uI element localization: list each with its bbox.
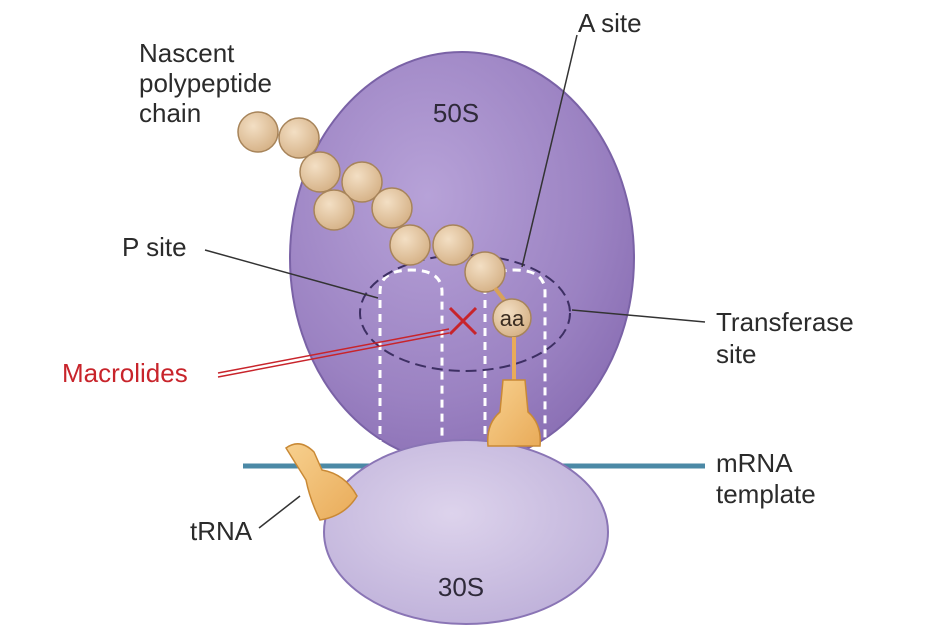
amino-acid-bead: [389, 224, 431, 266]
macrolides-x-icon: [448, 306, 478, 336]
amino-acid-bead: [464, 251, 506, 293]
mrna-template-label: mRNA template: [716, 448, 816, 509]
a-site-leader: [521, 34, 578, 268]
trna-leader: [258, 495, 301, 529]
amino-acid-bead: [371, 187, 413, 229]
aa-label: aa: [500, 306, 525, 331]
amino-acid-bead: [299, 151, 341, 193]
small-subunit-30s: [323, 439, 609, 625]
amino-acid-bead: [313, 189, 355, 231]
trna-free: [284, 443, 358, 521]
p-site-label: P site: [122, 232, 187, 262]
transferase-leader: [571, 309, 706, 323]
macrolides-leader: [217, 328, 450, 378]
subunit-30s-label: 30S: [438, 572, 484, 602]
amino-acid-bead: [432, 224, 474, 266]
macrolides-label: Macrolides: [62, 358, 188, 388]
amino-acid-bead: [278, 117, 320, 159]
amino-acid-bead: [237, 111, 279, 153]
a-site-label: A site: [578, 8, 642, 38]
subunit-50s-label: 50S: [433, 98, 479, 128]
transferase-site-label: Transferase site: [716, 307, 861, 369]
trna-label: tRNA: [190, 516, 253, 546]
polypeptide-chain: [237, 111, 506, 293]
trna-a-site: [487, 379, 541, 447]
nascent-label: Nascent polypeptide chain: [139, 38, 279, 128]
amino-acid-bead: [341, 161, 383, 203]
p-site-leader: [204, 249, 379, 299]
site-tunnels: [378, 268, 547, 448]
